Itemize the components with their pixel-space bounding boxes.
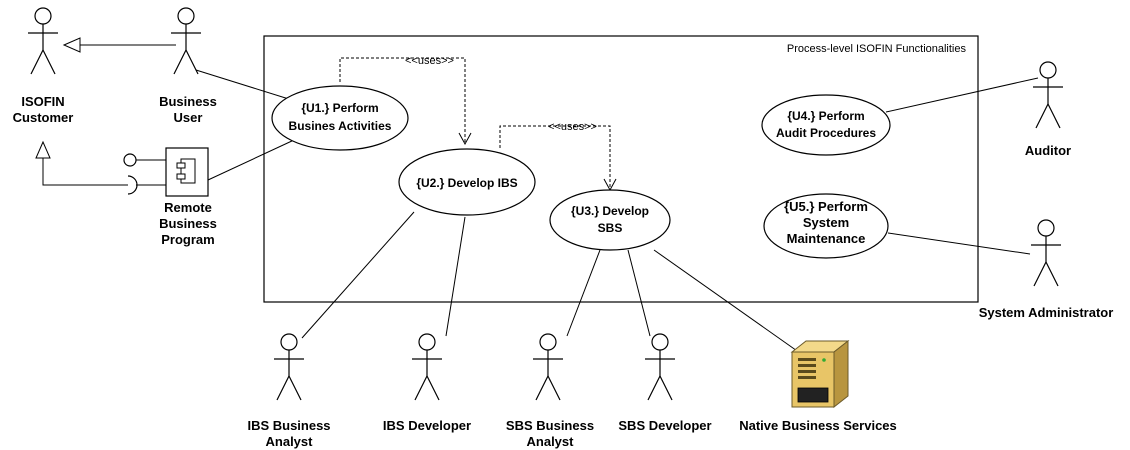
use-case-u3[interactable]: {U3.} Develop SBS <box>549 189 671 251</box>
actor-remote-program-line-3: Program <box>161 232 214 247</box>
generalization-arrowhead-user <box>62 37 81 53</box>
actor-business-user-line-2: User <box>174 110 203 125</box>
server-icon <box>790 339 850 409</box>
system-boundary-title: Process-level ISOFIN Functionalities <box>787 43 967 55</box>
actor-ibs-business-analyst[interactable]: IBS Business Analyst <box>247 333 331 449</box>
uses-dependency-2 <box>499 125 611 190</box>
use-case-u2[interactable]: {U2.} Develop IBS <box>398 148 536 216</box>
actor-ibs-developer[interactable]: IBS Developer <box>383 333 471 433</box>
actor-remote-program-line-2: Business <box>159 216 217 231</box>
actor-sbs-analyst-line-2: Analyst <box>527 434 575 449</box>
actor-auditor-label: Auditor <box>1025 143 1071 158</box>
association-user-u1 <box>195 69 293 101</box>
actor-auditor[interactable]: Auditor <box>1025 61 1071 158</box>
stick-figure-icon <box>28 7 58 75</box>
actor-sbs-developer[interactable]: SBS Developer <box>618 333 712 433</box>
actor-sbs-business-analyst[interactable]: SBS Business Analyst <box>506 333 594 449</box>
actor-isofin-customer[interactable]: ISOFIN Customer <box>13 7 74 125</box>
actor-ibs-developer-label: IBS Developer <box>383 418 471 433</box>
actor-business-user[interactable]: Business User <box>159 7 217 125</box>
actor-system-administrator-label: System Administrator <box>979 305 1114 320</box>
actor-sbs-analyst-line-1: SBS Business <box>506 418 594 433</box>
association-u3-sbs-developer <box>627 249 651 337</box>
use-case-u5-line-3: Maintenance <box>787 231 866 246</box>
association-program-u1 <box>207 139 295 181</box>
use-case-u3-line-2: SBS <box>598 221 623 235</box>
use-case-u2-line-1: {U2.} Develop IBS <box>416 176 517 190</box>
actor-remote-program-line-1: Remote <box>164 200 212 215</box>
actor-isofin-customer-line-2: Customer <box>13 110 74 125</box>
actor-isofin-customer-line-1: ISOFIN <box>21 94 64 109</box>
uses-label-2: <<uses>> <box>548 121 597 133</box>
stick-figure-icon <box>1031 219 1061 287</box>
association-u2-ibs-analyst <box>301 211 415 339</box>
stick-figure-icon <box>533 333 563 401</box>
generalization-arrowhead-program <box>35 140 51 159</box>
use-case-u5[interactable]: {U5.} Perform System Maintenance <box>763 193 889 259</box>
association-u3-sbs-analyst <box>566 249 601 337</box>
generalization-line-program <box>42 158 128 186</box>
uses-dependency-1 <box>339 57 466 144</box>
use-case-u4[interactable]: {U4.} Perform Audit Procedures <box>761 94 891 156</box>
use-case-u1-line-1: {U1.} Perform <box>301 101 378 115</box>
stick-figure-icon <box>171 7 201 75</box>
actor-sbs-developer-label: SBS Developer <box>618 418 711 433</box>
system-boundary <box>263 35 979 303</box>
actor-business-user-line-1: Business <box>159 94 217 109</box>
association-u4-auditor <box>885 77 1039 113</box>
use-case-u1-line-2: Busines Activities <box>289 119 392 133</box>
stick-figure-icon <box>1033 61 1063 129</box>
actor-ibs-analyst-line-1: IBS Business <box>247 418 330 433</box>
association-u5-sysadmin <box>887 232 1031 255</box>
required-interface-icon <box>127 175 138 195</box>
use-case-u5-line-2: System <box>803 215 849 230</box>
association-u2-ibs-developer <box>445 216 466 337</box>
use-case-u4-line-1: {U4.} Perform <box>787 109 864 123</box>
stick-figure-icon <box>645 333 675 401</box>
association-u3-native-services <box>653 249 801 354</box>
actor-native-business-services[interactable]: Native Business Services <box>739 339 897 433</box>
stick-figure-icon <box>412 333 442 401</box>
actor-ibs-analyst-line-2: Analyst <box>266 434 314 449</box>
use-case-u3-line-1: {U3.} Develop <box>571 204 649 218</box>
use-case-u1[interactable]: {U1.} Perform Busines Activities <box>271 85 409 151</box>
uses-label-1: <<uses>> <box>405 55 454 67</box>
uses-arrowhead-1 <box>458 132 472 146</box>
provided-interface-icon <box>123 153 137 167</box>
use-case-u4-line-2: Audit Procedures <box>776 126 876 140</box>
actor-remote-business-program[interactable]: Remote Business Program <box>123 147 217 247</box>
actor-native-services-label: Native Business Services <box>739 418 897 433</box>
actor-system-administrator[interactable]: System Administrator <box>979 219 1114 320</box>
component-icon <box>165 147 209 197</box>
stick-figure-icon <box>274 333 304 401</box>
use-case-u5-line-1: {U5.} Perform <box>784 199 868 214</box>
